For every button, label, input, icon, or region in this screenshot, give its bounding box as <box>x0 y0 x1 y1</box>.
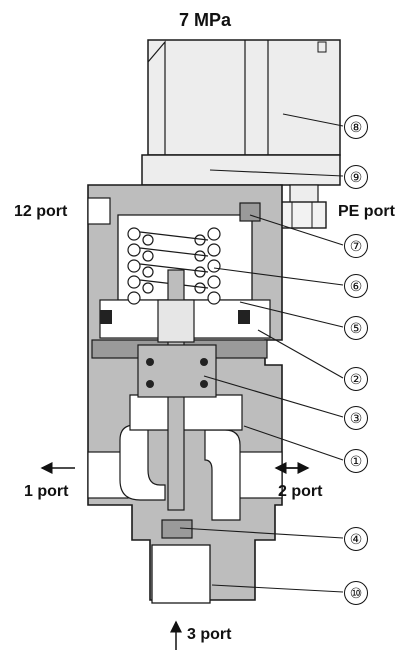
callout-9: ⑨ <box>344 165 368 189</box>
callout-1: ① <box>344 449 368 473</box>
callout-4: ④ <box>344 527 368 551</box>
callout-8: ⑧ <box>344 115 368 139</box>
callout-10: ⑩ <box>344 581 368 605</box>
pe-fitting <box>277 201 327 229</box>
callout-5: ⑤ <box>344 316 368 340</box>
callout-2: ② <box>344 367 368 391</box>
leader-lines <box>179 113 344 593</box>
pressure-title: 7 MPa <box>179 10 232 30</box>
port-pe-label: PE port <box>338 203 395 220</box>
port-2-label: 2 port <box>278 483 323 500</box>
callout-3: ③ <box>344 406 368 430</box>
port-1-label: 1 port <box>24 483 69 500</box>
callout-6: ⑥ <box>344 274 368 298</box>
port-arrows <box>40 462 310 650</box>
pilot-housing <box>147 39 341 156</box>
port-3-label: 3 port <box>187 626 232 643</box>
spool-stem <box>137 269 217 539</box>
spring-coils <box>127 227 221 305</box>
callout-7: ⑦ <box>344 234 368 258</box>
port-12-label: 12 port <box>14 203 68 220</box>
